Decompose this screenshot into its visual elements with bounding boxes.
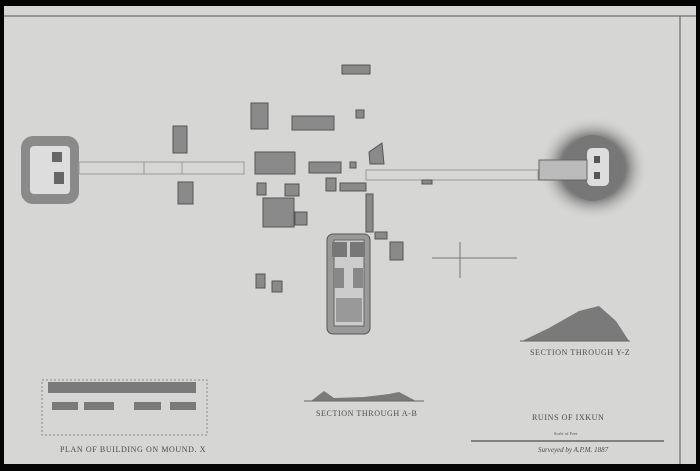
causeway-west bbox=[78, 161, 245, 175]
right-mound bbox=[538, 116, 648, 220]
building-plan-label: PLAN OF BUILDING ON MOUND. X bbox=[60, 445, 207, 454]
scale-label: Scale of Feet bbox=[554, 431, 578, 436]
section-ab-label: SECTION THROUGH A-B bbox=[316, 409, 418, 418]
building-plan bbox=[41, 379, 208, 436]
map-sheet: SECTION THROUGH Y-Z SECTION THROUGH A-B … bbox=[4, 6, 696, 464]
site-plan bbox=[4, 15, 696, 464]
south-complex bbox=[326, 233, 371, 335]
section-ab-profile bbox=[311, 391, 416, 401]
structures bbox=[172, 64, 433, 293]
map-title: RUINS OF IXKUN bbox=[532, 413, 605, 422]
left-mound bbox=[21, 136, 79, 204]
section-yz-profile bbox=[522, 306, 629, 341]
causeway-east bbox=[365, 169, 539, 181]
section-yz-label: SECTION THROUGH Y-Z bbox=[530, 348, 631, 357]
surveyor-credit: Surveyed by A.P.M. 1887 bbox=[538, 446, 609, 454]
